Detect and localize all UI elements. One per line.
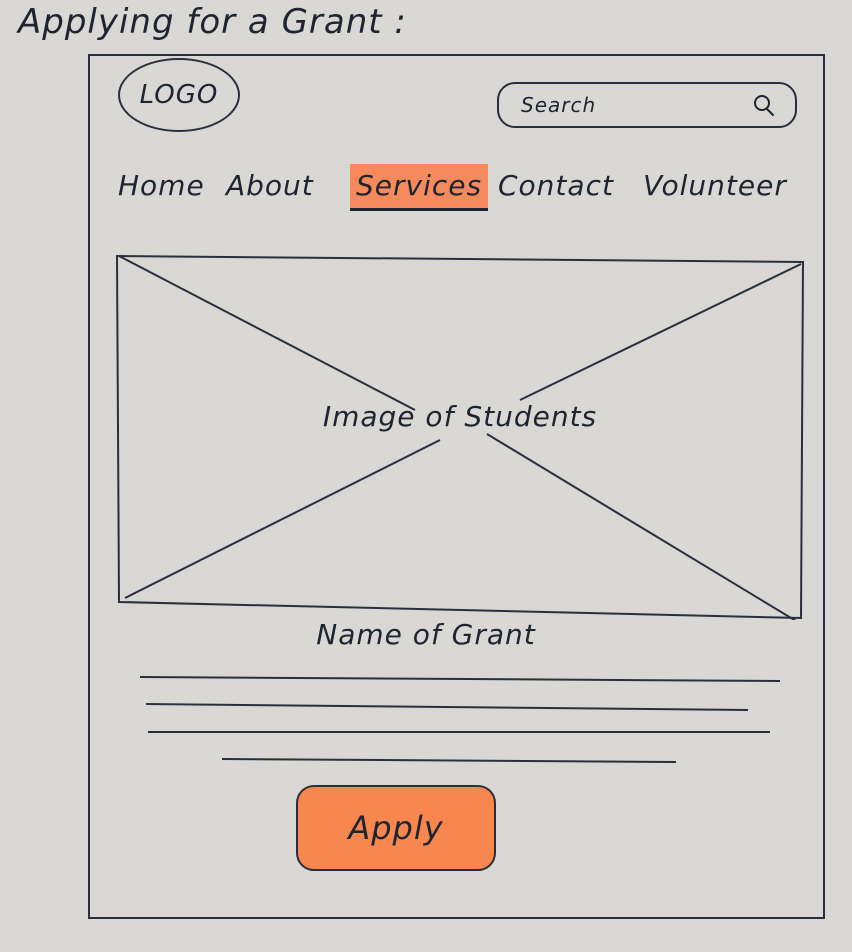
hero-image-caption: Image of Students [322,400,598,433]
image-placeholder-drawing [115,254,805,620]
logo-text: LOGO [139,80,219,110]
hero-image-placeholder: Image of Students [115,250,805,620]
logo[interactable]: LOGO [118,58,240,132]
apply-button[interactable]: Apply [296,785,496,871]
nav-item-volunteer[interactable]: Volunteer [643,169,787,202]
nav-item-home[interactable]: Home [118,169,205,202]
search-input[interactable] [521,88,741,122]
grant-name: Name of Grant [316,618,536,651]
search-bar[interactable] [497,82,797,128]
page-frame [88,54,825,919]
search-icon[interactable] [751,92,777,118]
nav-item-contact[interactable]: Contact [498,169,614,202]
nav-item-about[interactable]: About [226,169,314,202]
nav-item-services[interactable]: Services [350,164,489,211]
sketch-title: Applying for a Grant : [18,2,407,42]
main-nav: Home About Services Contact Volunteer [118,164,808,212]
